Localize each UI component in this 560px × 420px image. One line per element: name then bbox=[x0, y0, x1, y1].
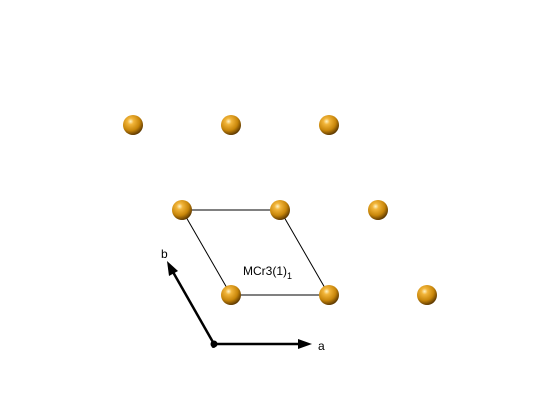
cell-label-subscript: 1 bbox=[287, 271, 292, 281]
atom-layer bbox=[123, 115, 437, 305]
atom bbox=[319, 285, 339, 305]
cell-label: MCr3(1)1 bbox=[243, 264, 292, 281]
axis-triad: a b c bbox=[161, 247, 325, 353]
atom bbox=[221, 285, 241, 305]
atom bbox=[221, 115, 241, 135]
atom bbox=[319, 115, 339, 135]
a-axis-label: a bbox=[318, 339, 325, 353]
c-axis-label: c bbox=[211, 340, 216, 350]
b-axis-label: b bbox=[161, 247, 168, 261]
unit-cell-outline bbox=[181, 209, 330, 296]
atom bbox=[270, 200, 290, 220]
atom bbox=[417, 285, 437, 305]
atom bbox=[368, 200, 388, 220]
c-axis-marker bbox=[210, 340, 218, 348]
a-axis-arrowhead bbox=[298, 339, 312, 349]
b-axis-arrowhead bbox=[167, 261, 178, 276]
atom bbox=[123, 115, 143, 135]
b-axis-arrow bbox=[171, 271, 216, 345]
cell-label-text: MCr3(1) bbox=[243, 264, 287, 278]
atom bbox=[172, 200, 192, 220]
